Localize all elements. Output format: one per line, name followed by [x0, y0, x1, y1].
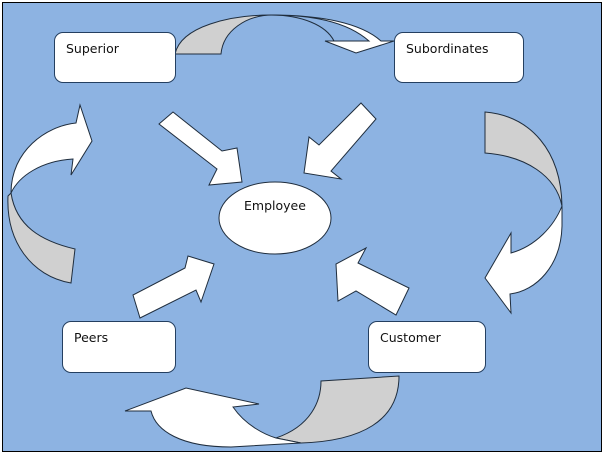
curved-arrow-superior-to-subordinates — [174, 14, 395, 55]
curved-arrow-customer-to-peers — [124, 375, 400, 448]
curve-underside — [7, 191, 76, 284]
node-label-subordinates: Subordinates — [406, 41, 489, 56]
curve-underside — [174, 14, 274, 55]
curve-arrowhead — [270, 14, 395, 54]
node-label-peers: Peers — [74, 330, 109, 345]
block-arrow-peers-to-employee — [132, 255, 215, 319]
curve-underside — [484, 111, 563, 207]
curved-arrow-subordinates-to-customer — [484, 111, 563, 315]
node-peers: Peers — [62, 321, 176, 373]
node-subordinates: Subordinates — [394, 32, 524, 83]
node-label-customer: Customer — [380, 330, 441, 345]
block-arrow-superior-to-employee — [158, 111, 243, 186]
curve-arrowhead — [124, 387, 302, 448]
node-superior: Superior — [54, 32, 176, 83]
block-arrow-customer-to-employee — [335, 246, 410, 316]
curve-arrowhead — [484, 205, 563, 315]
curve-underside — [274, 375, 400, 444]
connector-layer — [7, 14, 563, 448]
employee-ellipse — [218, 181, 332, 255]
node-customer: Customer — [368, 321, 486, 373]
center-label-employee: Employee — [244, 198, 306, 213]
curve-arrowhead — [10, 103, 93, 194]
block-arrow-subordinates-to-employee — [303, 102, 377, 180]
curved-arrow-peers-to-superior — [7, 103, 93, 284]
node-label-superior: Superior — [66, 41, 119, 56]
